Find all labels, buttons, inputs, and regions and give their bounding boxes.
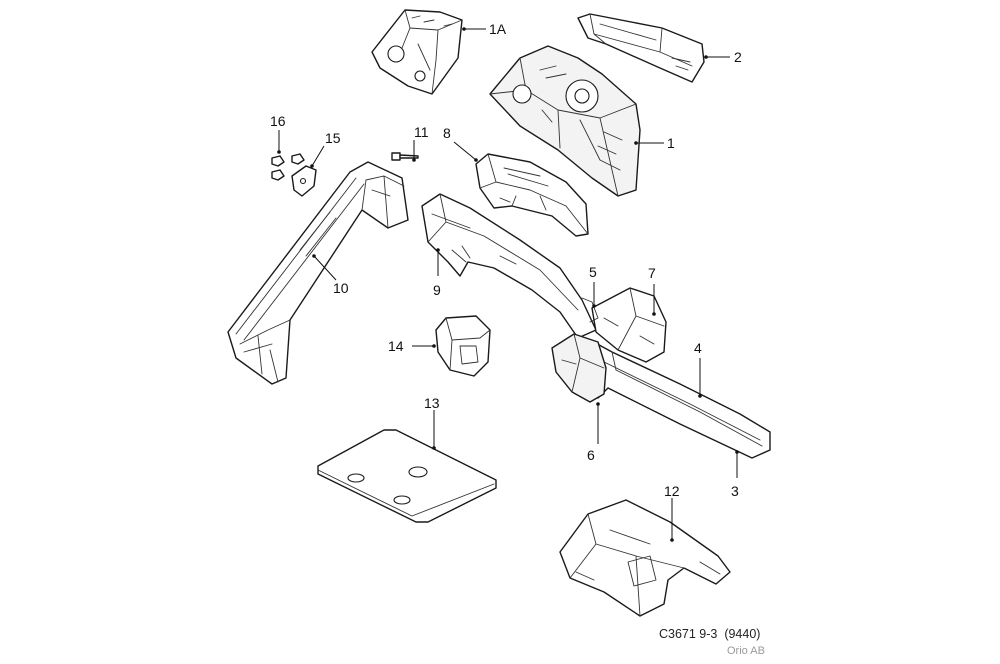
callout-8: 8 — [443, 125, 451, 141]
part-6-node — [551, 333, 607, 403]
part-5-strip — [581, 297, 599, 323]
part-1a-bracket — [371, 9, 463, 95]
diagram-code: C3671 9-3 (9440) — [659, 627, 761, 641]
callout-16: 16 — [270, 113, 286, 129]
callout-11: 11 — [414, 124, 429, 140]
credit-text: Orio AB — [727, 645, 765, 657]
callout-5: 5 — [589, 264, 597, 280]
part-7-bracket — [591, 287, 667, 363]
callout-7: 7 — [648, 265, 656, 281]
callout-3: 3 — [731, 483, 739, 499]
part-15-plate — [291, 165, 317, 197]
part-10-crossmember — [227, 161, 409, 385]
part-16-clips — [271, 153, 305, 181]
callout-1a: 1A — [489, 21, 507, 37]
part-2-upper-rail — [577, 13, 705, 83]
callout-6: 6 — [587, 447, 595, 463]
part-1-wheelhouse — [489, 45, 641, 197]
callout-12: 12 — [664, 483, 680, 499]
part-13-floor-panel — [317, 429, 497, 523]
callout-4: 4 — [694, 340, 702, 356]
part-14-bracket — [435, 315, 491, 377]
callout-9: 9 — [433, 282, 441, 298]
callout-15: 15 — [325, 130, 341, 146]
callout-2: 2 — [734, 49, 742, 65]
callout-13: 13 — [424, 395, 440, 411]
part-9-longitudinal — [421, 193, 597, 339]
part-8-reinforcement — [475, 153, 589, 237]
callout-1: 1 — [667, 135, 675, 151]
callout-14: 14 — [388, 338, 404, 354]
callout-10: 10 — [333, 280, 349, 296]
callout-labels: 1A 2 1 3 4 5 6 7 8 9 10 11 12 13 14 15 1… — [270, 21, 742, 499]
part-12-floor-section — [559, 499, 731, 617]
leader-lines — [277, 27, 739, 542]
